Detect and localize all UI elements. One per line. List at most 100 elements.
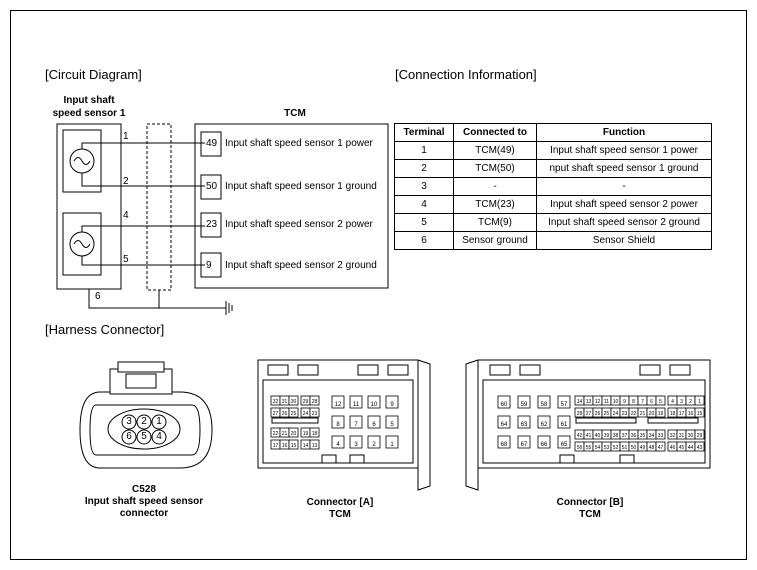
pin-label: 27 <box>273 411 279 417</box>
pin-label: 50 <box>631 445 637 451</box>
pin-label: 25 <box>291 411 297 417</box>
pin-label: 51 <box>622 445 628 451</box>
table-header-row: Terminal Connected to Function <box>394 123 712 142</box>
pin-label: 7 <box>641 399 644 405</box>
pin-cell <box>694 407 705 418</box>
pin-cell <box>288 395 299 406</box>
pin-label: 20 <box>291 431 297 437</box>
pin-cell <box>557 395 571 409</box>
pin-cell <box>655 407 666 418</box>
pin-label: 23 <box>622 411 628 417</box>
pin-label: 62 <box>541 422 548 428</box>
pin-cell <box>497 435 511 449</box>
pin-cell <box>557 415 571 429</box>
pin-label: 28 <box>312 399 318 405</box>
pin-label: 40 <box>595 433 601 439</box>
pin-label: 36 <box>631 433 637 439</box>
pin-cell <box>349 415 363 429</box>
pin-label: 55 <box>586 445 592 451</box>
pin-label: 13 <box>586 399 592 405</box>
tcm-label-49: Input shaft speed sensor 1 power <box>225 138 373 149</box>
pin-label: 41 <box>586 433 592 439</box>
pin-cell <box>537 415 551 429</box>
pin-label: 37 <box>622 433 628 439</box>
pin-label: 33 <box>658 433 664 439</box>
pin-label: 23 <box>312 411 318 417</box>
pin-cell <box>655 441 666 452</box>
pin-label: 58 <box>541 402 548 408</box>
pin-label: 8 <box>336 422 340 428</box>
connector-b-caption-2: TCM <box>579 509 601 520</box>
sensor-2-box <box>62 212 102 276</box>
pin-label: 43 <box>697 445 703 451</box>
pin-label: 3 <box>680 399 683 405</box>
c528-pin: 1 <box>156 416 162 427</box>
pin-label: 11 <box>604 399 609 405</box>
pin-cell <box>309 407 320 418</box>
sensor-label-line2: speed sensor 1 <box>52 108 126 119</box>
c528-caption-2: Input shaft speed sensor <box>84 496 204 507</box>
pin-label: 29 <box>697 433 703 439</box>
pin-label: 18 <box>670 411 676 417</box>
sensor-pin-5: 5 <box>123 254 129 265</box>
pin-label: 5 <box>390 422 394 428</box>
pin-label: 14 <box>303 443 309 449</box>
pin-cell <box>497 395 511 409</box>
pin-label: 24 <box>613 411 619 417</box>
shield-pin-6: 6 <box>95 291 101 302</box>
pin-label: 8 <box>632 399 635 405</box>
sensor-pin-2: 2 <box>123 176 129 187</box>
pin-label: 32 <box>273 399 279 405</box>
harness-connector-title: [Harness Connector] <box>45 322 165 337</box>
pin-label: 12 <box>335 402 342 408</box>
pin-label: 46 <box>670 445 676 451</box>
pin-label: 56 <box>577 445 583 451</box>
pin-label: 27 <box>586 411 592 417</box>
pin-label: 52 <box>613 445 619 451</box>
pin-label: 1 <box>698 399 701 405</box>
cell: Sensor Shield <box>536 231 712 250</box>
pin-label: 65 <box>561 442 568 448</box>
pin-cell <box>349 395 363 409</box>
pin-cell <box>331 415 345 429</box>
pin-cell <box>385 415 399 429</box>
pin-label: 31 <box>679 433 685 439</box>
pin-label: 1 <box>390 442 394 448</box>
pin-label: 26 <box>595 411 601 417</box>
pin-label: 28 <box>577 411 583 417</box>
tcm-pin-9: 9 <box>206 260 212 271</box>
pin-cell <box>655 429 666 440</box>
tcm-pin-23: 23 <box>206 219 218 230</box>
pin-label: 9 <box>623 399 626 405</box>
c528-pin: 3 <box>126 416 132 427</box>
pin-cell <box>694 395 705 406</box>
pin-label: 66 <box>541 442 548 448</box>
pin-cell <box>517 395 531 409</box>
pin-cell <box>385 435 399 449</box>
pin-cell <box>288 427 299 438</box>
pin-cell <box>497 415 511 429</box>
pin-label: 7 <box>354 422 358 428</box>
pin-label: 10 <box>613 399 619 405</box>
pin-label: 11 <box>353 402 360 408</box>
pin-label: 16 <box>688 411 694 417</box>
connection-info-title: [Connection Information] <box>395 67 537 82</box>
connector-a-caption-2: TCM <box>329 509 351 520</box>
sensor-pin-4: 4 <box>123 210 129 221</box>
pin-cell <box>537 395 551 409</box>
sensor-label-line1: Input shaft <box>63 95 115 106</box>
pin-label: 4 <box>336 442 340 448</box>
pin-cell <box>288 407 299 418</box>
pin-cell <box>309 427 320 438</box>
pin-label: 4 <box>671 399 674 405</box>
pin-label: 9 <box>390 402 394 408</box>
pin-label: 42 <box>577 433 583 439</box>
pin-label: 30 <box>688 433 694 439</box>
pin-label: 57 <box>561 402 568 408</box>
c528-pin: 6 <box>126 431 132 442</box>
